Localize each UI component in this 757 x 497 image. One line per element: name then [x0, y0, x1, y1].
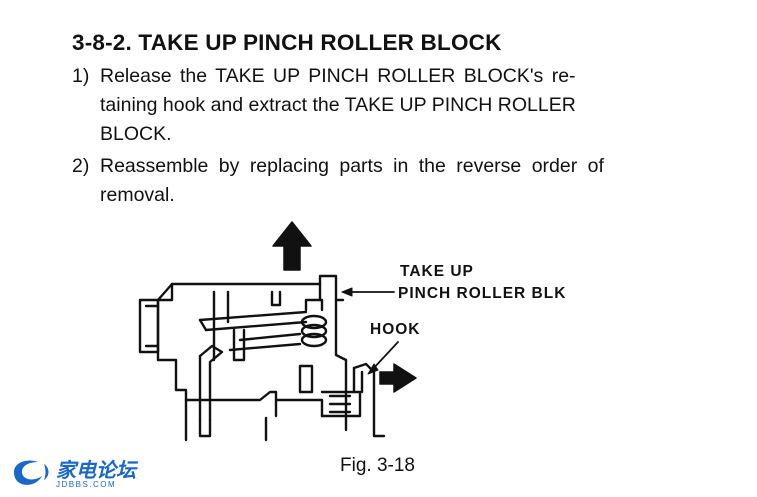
step-2-line-2: removal. [100, 184, 175, 206]
watermark-name: 家电论坛 [56, 458, 136, 482]
section-heading: 3-8-2. TAKE UP PINCH ROLLER BLOCK [72, 30, 502, 55]
procedure-steps: 1) Release the TAKE UP PINCH ROLLER BLOC… [72, 62, 712, 213]
step-2: 2) Reassemble by replacing parts in the … [72, 152, 712, 210]
callout-take-up-line-2: PINCH ROLLER BLK [398, 285, 567, 302]
step-1: 1) Release the TAKE UP PINCH ROLLER BLOC… [72, 62, 712, 149]
step-1-number: 1) [72, 65, 90, 87]
callout-hook: HOOK [370, 321, 421, 338]
figure-caption: Fig. 3-18 [340, 455, 415, 476]
step-1-line-1: Release the TAKE UP PINCH ROLLER BLOCK's… [100, 65, 576, 87]
watermark-site: JDBBS.COM [56, 480, 117, 489]
watermark-logo: 家电论坛 JDBBS.COM [4, 452, 144, 494]
step-1-line-3: BLOCK. [100, 123, 172, 145]
right-arrow-icon [379, 363, 417, 393]
forum-logo-icon [14, 460, 49, 485]
up-arrow-icon [272, 221, 312, 271]
leader-arrowhead [341, 287, 353, 297]
step-2-line-1: Reassemble by replacing parts in the rev… [100, 155, 604, 177]
step-2-number: 2) [72, 155, 90, 177]
step-1-line-2: taining hook and extract the TAKE UP PIN… [100, 94, 576, 116]
callout-take-up-line-1: TAKE UP [400, 263, 474, 280]
